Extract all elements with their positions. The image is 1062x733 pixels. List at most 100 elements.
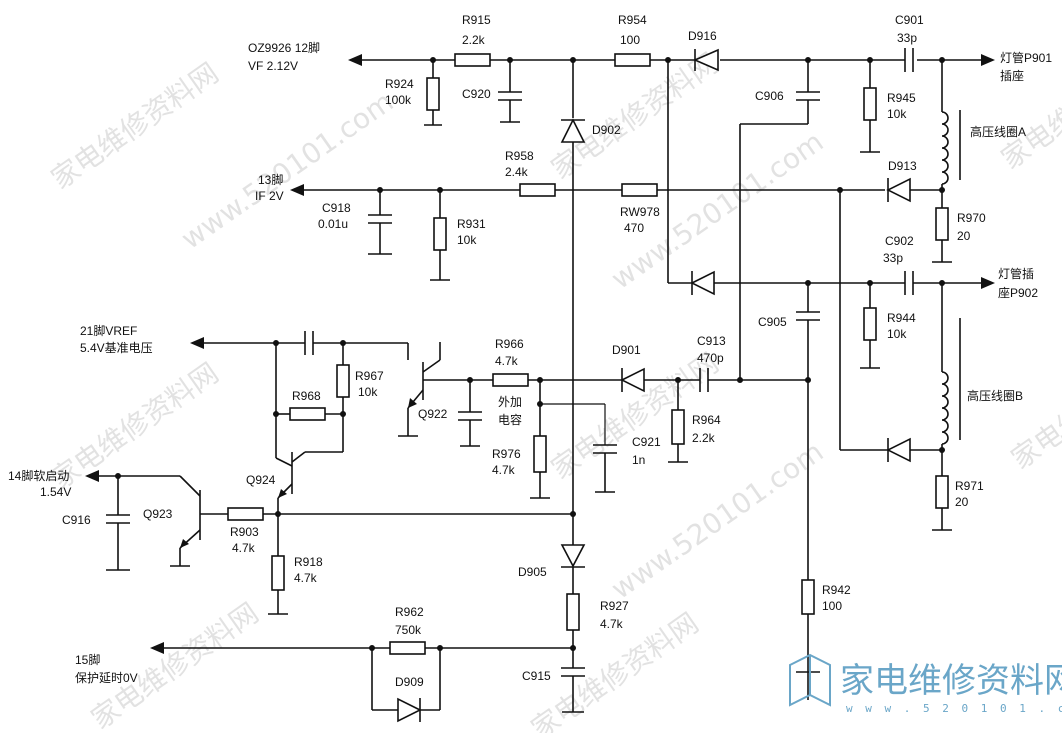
resistor-r944 (863, 307, 877, 341)
label-r927: R927 (600, 599, 629, 613)
value-r945: 10k (887, 107, 907, 121)
diode-d909 (397, 697, 422, 723)
diode-d901 (620, 367, 645, 393)
label-q923: Q923 (143, 507, 173, 521)
resistor-r966 (492, 373, 529, 387)
top-bus (348, 54, 995, 66)
resistor-rw978 (621, 183, 658, 197)
diode-d-coil-b (886, 437, 911, 463)
label-c905: C905 (758, 315, 787, 329)
diode-d905 (560, 544, 586, 568)
value-r918: 4.7k (294, 571, 318, 585)
value-r966: 4.7k (495, 354, 519, 368)
label-r931: R931 (457, 217, 486, 231)
value-r954: 100 (620, 33, 640, 47)
watermark-text: 家电维修资料网 (85, 596, 264, 733)
resistor-r967 (336, 364, 350, 398)
label-d901: D901 (612, 343, 641, 357)
label-d913: D913 (888, 159, 917, 173)
diode-d916 (692, 48, 719, 72)
label-r964: R964 (692, 413, 721, 427)
resistor-r976 (533, 435, 547, 473)
label-pin15: 15脚 (75, 652, 100, 667)
label-q922: Q922 (418, 407, 448, 421)
value-r976: 4.7k (492, 463, 516, 477)
label-vref-desc: 5.4V基准电压 (80, 341, 153, 355)
value-r971: 20 (955, 495, 969, 509)
resistor-r964 (671, 409, 685, 445)
value-r964: 2.2k (692, 431, 716, 445)
label-c906: C906 (755, 89, 784, 103)
resistor-r903 (227, 507, 264, 521)
label-r954: R954 (618, 13, 647, 27)
label-coil-a: 高压线圈A (970, 124, 1026, 139)
value-r944: 10k (887, 327, 907, 341)
label-vref: 21脚VREF (80, 323, 137, 338)
label-c902: C902 (885, 234, 914, 248)
label-d916: D916 (688, 29, 717, 43)
label-c916: C916 (62, 513, 91, 527)
diode-d-lower (690, 270, 715, 296)
resistor-r931 (433, 217, 447, 251)
label-r966: R966 (495, 337, 524, 351)
watermark-text: 家电维修资料网 (45, 56, 224, 195)
resistor-r971 (935, 475, 949, 509)
label-p901-b: 插座 (1000, 68, 1024, 83)
label-if: IF 2V (255, 189, 284, 203)
value-r967: 10k (358, 385, 378, 399)
watermark-text: www.520101.com (175, 85, 399, 256)
coil-a (941, 111, 949, 185)
resistor-r962 (389, 641, 426, 655)
value-c913: 470p (697, 351, 724, 365)
value-r931: 10k (457, 233, 477, 247)
value-r915: 2.2k (462, 33, 486, 47)
resistor-r945 (863, 87, 877, 121)
label-r967: R967 (355, 369, 384, 383)
label-pin15-desc: 保护延时0V (75, 671, 138, 685)
value-r942: 100 (822, 599, 842, 613)
label-r918: R918 (294, 555, 323, 569)
logo-url: w w w . 5 2 0 1 0 1 . c o m (846, 702, 1062, 715)
resistor-r954 (614, 53, 651, 67)
label-coil-b: 高压线圈B (967, 388, 1023, 403)
resistor-r958 (519, 183, 556, 197)
label-vf: VF 2.12V (248, 59, 298, 73)
value-r903: 4.7k (232, 541, 256, 555)
label-r958: R958 (505, 149, 534, 163)
label-d909: D909 (395, 675, 424, 689)
resistor-r927 (566, 593, 580, 631)
label-r971: R971 (955, 479, 984, 493)
logo-name: 家电维修资料网 (840, 661, 1062, 701)
label-pin14: 14脚软启动 (8, 468, 69, 483)
value-c901: 33p (897, 31, 917, 45)
resistor-r915 (454, 53, 491, 67)
value-r927: 4.7k (600, 617, 624, 631)
label-extcap-2: 电容 (498, 412, 522, 427)
resistor-r942 (801, 579, 815, 615)
watermark-text: 家电维修资料网 (545, 46, 724, 185)
label-extcap-1: 外加 (498, 395, 522, 409)
label-r903: R903 (230, 525, 259, 539)
site-logo: 家电维修资料网 w w w . 5 2 0 1 0 1 . c o m (789, 653, 1062, 715)
value-r924: 100k (385, 93, 412, 107)
label-oz9926: OZ9926 12脚 (248, 40, 320, 55)
label-c920: C920 (462, 87, 491, 101)
label-c915: C915 (522, 669, 551, 683)
value-c902: 33p (883, 251, 903, 265)
label-pin14-v: 1.54V (40, 485, 71, 499)
watermark-text: 家电维修资料网 (1005, 336, 1062, 475)
label-pin13: 13脚 (258, 172, 283, 187)
value-r958: 2.4k (505, 165, 529, 179)
coil-b (941, 371, 949, 445)
label-r944: R944 (887, 311, 916, 325)
label-r945: R945 (887, 91, 916, 105)
label-rw978: RW978 (620, 205, 660, 219)
label-p901-a: 灯管P901 (1000, 50, 1052, 65)
label-r962: R962 (395, 605, 424, 619)
label-r970: R970 (957, 211, 986, 225)
label-p902-b: 座P902 (998, 285, 1038, 300)
label-r915: R915 (462, 13, 491, 27)
watermark-layer: 家电维修资料网 www.520101.com 家电维修资料网 www.52010… (45, 36, 1062, 733)
